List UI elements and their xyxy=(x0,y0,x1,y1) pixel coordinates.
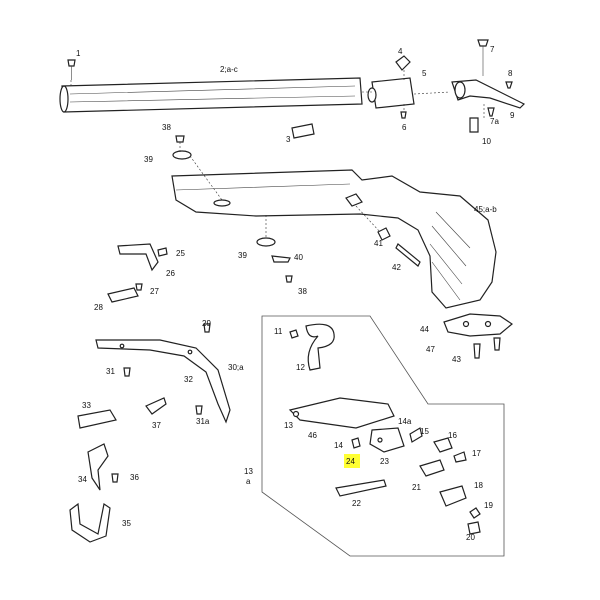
label-38b: 38 xyxy=(298,287,307,296)
barrel-screw xyxy=(67,59,76,80)
label-17: 17 xyxy=(472,449,481,458)
label-47: 47 xyxy=(426,345,435,354)
label-13: 13 xyxy=(284,421,293,430)
label-7: 7 xyxy=(490,45,495,54)
label-32: 32 xyxy=(184,375,193,384)
label-33: 33 xyxy=(82,401,91,410)
highlight-marker xyxy=(344,454,360,468)
label-22: 22 xyxy=(352,499,361,508)
stock-pins xyxy=(377,227,421,267)
guard-screws xyxy=(123,323,211,415)
label-31a: 31a xyxy=(196,417,210,426)
label-7a: 7a xyxy=(490,117,499,126)
small-parts-left xyxy=(69,243,168,543)
label-21: 21 xyxy=(412,483,421,492)
label-8: 8 xyxy=(508,69,513,78)
trigger-guard xyxy=(95,339,231,424)
stock xyxy=(171,169,497,309)
grip-escutcheon xyxy=(443,313,514,359)
label-13a-num: 13 xyxy=(244,467,253,476)
label-13a-suffix: a xyxy=(246,477,251,486)
label-45: 45;a-b xyxy=(474,205,497,214)
label-27: 27 xyxy=(150,287,159,296)
barrel xyxy=(59,77,363,113)
label-43: 43 xyxy=(452,355,461,364)
label-28: 28 xyxy=(94,303,103,312)
label-37: 37 xyxy=(152,421,161,430)
label-30a: 30;a xyxy=(228,363,244,372)
label-19: 19 xyxy=(484,501,493,510)
label-24: 24 xyxy=(346,457,355,466)
hammer-assembly xyxy=(451,39,526,133)
label-36: 36 xyxy=(130,473,139,482)
label-15: 15 xyxy=(420,427,429,436)
barrel-wedge xyxy=(291,123,315,139)
label-26: 26 xyxy=(166,269,175,278)
label-5: 5 xyxy=(422,69,427,78)
label-2: 2;a-c xyxy=(220,65,238,74)
label-20: 20 xyxy=(466,533,475,542)
label-18: 18 xyxy=(474,481,483,490)
label-39a: 39 xyxy=(144,155,153,164)
label-14: 14 xyxy=(334,441,343,450)
ramrod-pipes xyxy=(172,135,293,283)
label-41: 41 xyxy=(374,239,383,248)
label-29: 29 xyxy=(202,319,211,328)
label-44: 44 xyxy=(420,325,429,334)
label-14a: 14a xyxy=(398,417,412,426)
label-34: 34 xyxy=(78,475,87,484)
label-23: 23 xyxy=(380,457,389,466)
label-39b: 39 xyxy=(238,251,247,260)
label-16: 16 xyxy=(448,431,457,440)
label-1: 1 xyxy=(76,49,81,58)
label-40: 40 xyxy=(294,253,303,262)
label-31: 31 xyxy=(106,367,115,376)
label-6: 6 xyxy=(402,123,407,132)
label-3: 3 xyxy=(286,135,291,144)
label-12: 12 xyxy=(296,363,305,372)
label-10: 10 xyxy=(482,137,491,146)
lock-parts xyxy=(288,323,481,535)
label-25: 25 xyxy=(176,249,185,258)
label-9: 9 xyxy=(510,111,515,120)
label-11: 11 xyxy=(274,327,283,336)
label-38a: 38 xyxy=(162,123,171,132)
part-labels: 1 2;a-c 3 4 5 6 7 7a 8 9 10 38 39 45;a-b… xyxy=(76,45,515,542)
lock-group-outline xyxy=(261,315,505,557)
label-46: 46 xyxy=(308,431,317,440)
breech-plug xyxy=(367,55,415,119)
label-35: 35 xyxy=(122,519,131,528)
label-4: 4 xyxy=(398,47,403,56)
label-42: 42 xyxy=(392,263,401,272)
